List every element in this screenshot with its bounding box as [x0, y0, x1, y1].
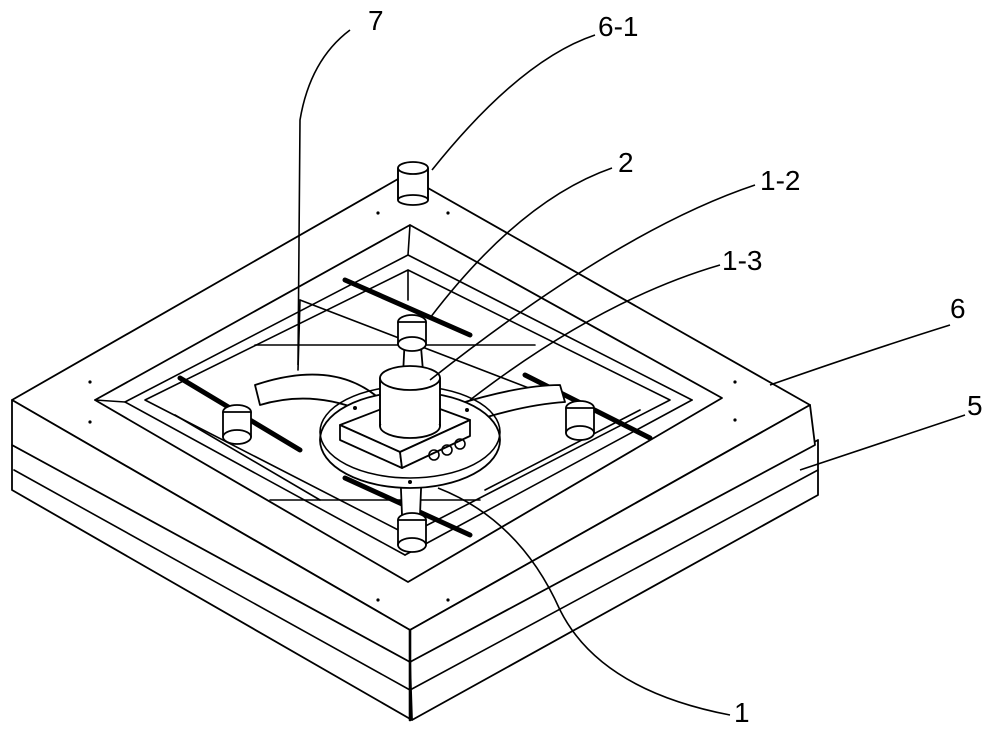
- label-6-1: 6-1: [598, 11, 638, 42]
- frame-post: [397, 161, 429, 206]
- part-labels: 7 6-1 2 1-2 1-3 6 5 1: [368, 5, 983, 728]
- label-2: 2: [618, 147, 634, 178]
- label-1-3: 1-3: [722, 245, 762, 276]
- label-5: 5: [967, 390, 983, 421]
- motors: [222, 314, 595, 553]
- label-6: 6: [950, 293, 966, 324]
- inner-rails: [144, 269, 671, 536]
- leader-lines: [297, 29, 966, 716]
- drone-body: [319, 385, 501, 489]
- top-cylinder: [379, 365, 441, 439]
- label-1: 1: [734, 697, 750, 728]
- label-1-2: 1-2: [760, 165, 800, 196]
- label-7: 7: [368, 5, 384, 36]
